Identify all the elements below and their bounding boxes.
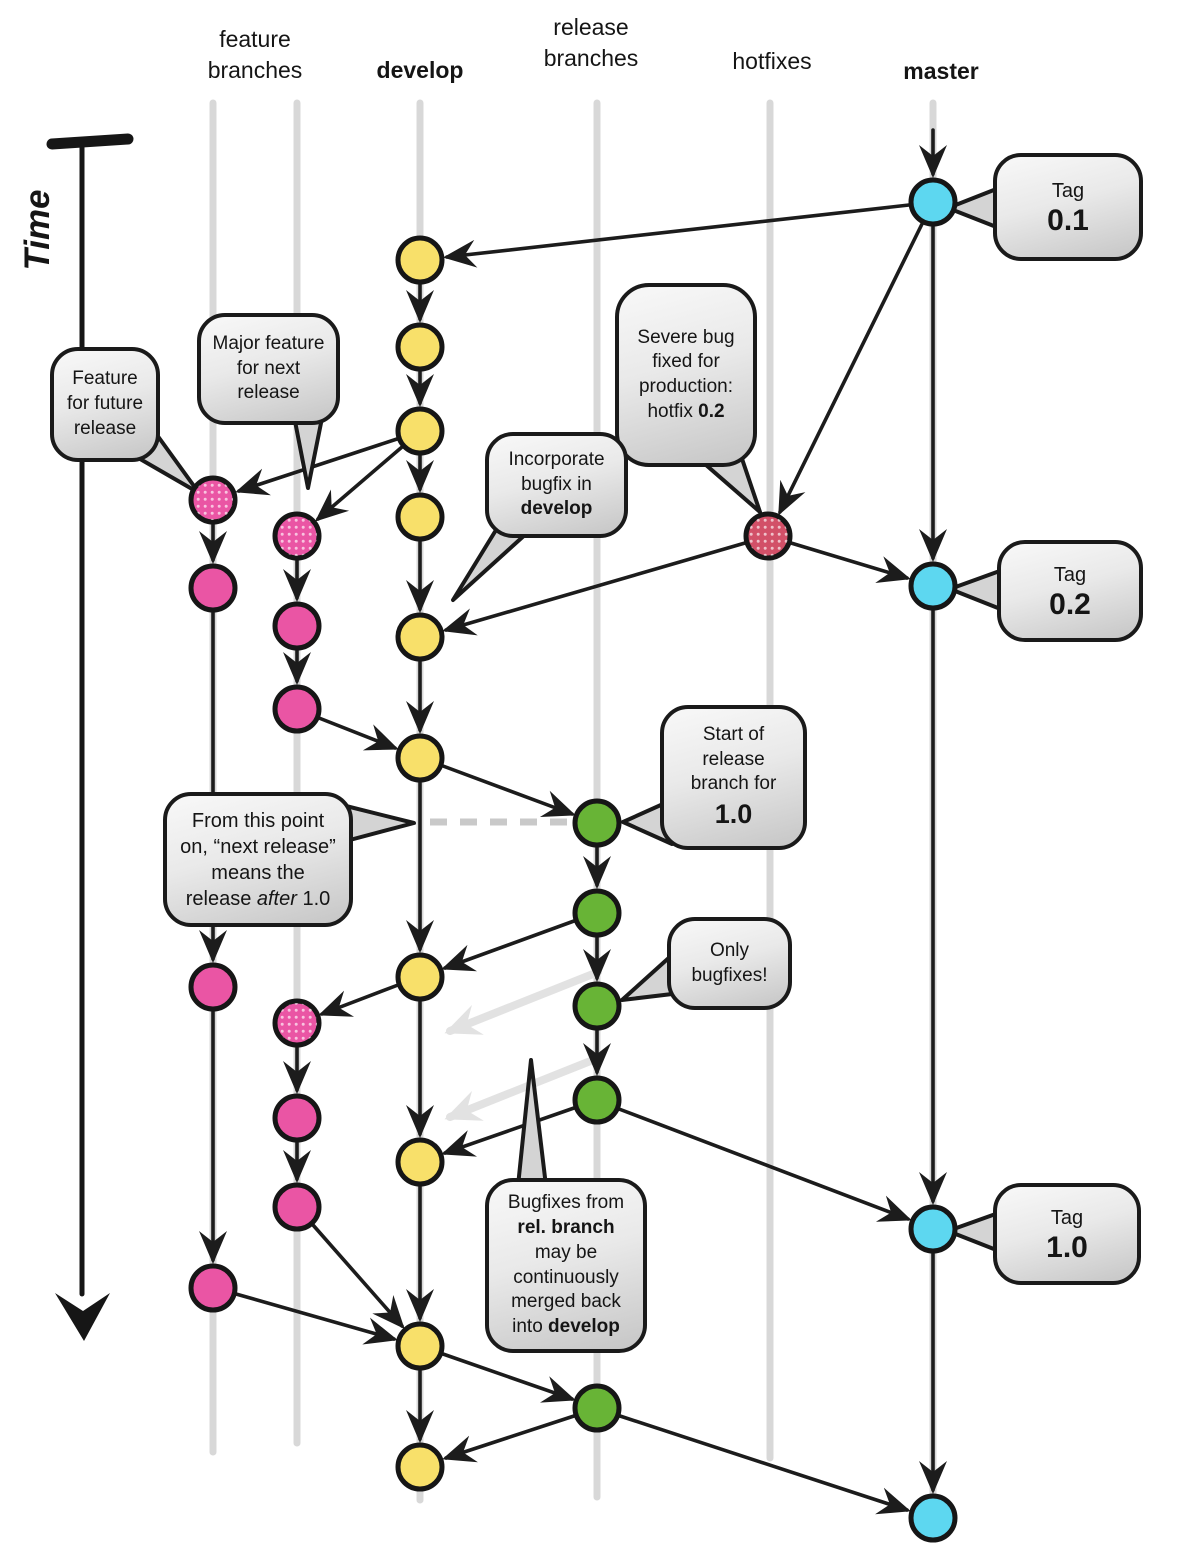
commit-master-2 [908, 561, 958, 611]
commit-develop-8 [395, 1137, 445, 1187]
branch-edges [199, 128, 947, 1515]
bubble-text: Only bugfixes! [691, 939, 768, 986]
commit-develop-10 [395, 1442, 445, 1492]
commit-feature2-6 [272, 1182, 322, 1232]
bubble-future-feature: Feature for future release [50, 347, 160, 462]
dotted-overlay [277, 516, 317, 556]
dotted-overlay [193, 480, 233, 520]
commit-feature1-4 [188, 1263, 238, 1313]
edge-rel4-develop8 [441, 1106, 576, 1157]
bubble-from-this-point: From this point on, “next release” means… [163, 792, 353, 927]
commit-feature1-3 [188, 962, 238, 1012]
bubble-text: Incorporate bugfix in develop [508, 448, 605, 520]
edge-feat1d-develop9 [234, 1292, 398, 1345]
edge-develop7-feat2d [318, 983, 400, 1017]
time-axis-arrowhead [55, 1293, 110, 1341]
tag-version: 1.0 [1046, 1230, 1088, 1264]
tag-version: 0.2 [1049, 587, 1091, 621]
time-axis-top-bar [46, 133, 134, 150]
bubble-tag-0-2: Tag 0.2 [997, 540, 1143, 642]
header-release-line2: branches [543, 45, 639, 72]
edge-rel5-develop10 [442, 1414, 576, 1463]
bubble-tag-1-0: Tag 1.0 [993, 1183, 1141, 1285]
bubble-incorporate-bugfix: Incorporate bugfix in develop [485, 432, 628, 538]
edge-master1-hotfix1 [778, 222, 924, 516]
column-header-master: master [903, 58, 979, 84]
commit-develop-7 [395, 952, 445, 1002]
commit-release-4 [572, 1075, 622, 1125]
commit-develop-5 [395, 612, 445, 662]
dotted-overlay [748, 516, 788, 556]
edge-feat2f-develop9 [311, 1223, 405, 1330]
commit-feature2-3 [272, 684, 322, 734]
header-feature-line2: branches [207, 57, 303, 84]
bubble-text: Feature for future release [66, 368, 144, 439]
column-header-hotfixes: hotfixes [732, 48, 812, 74]
commit-develop-3 [395, 406, 445, 456]
column-header-develop: develop [376, 57, 464, 83]
edge-develop6-rel1 [441, 764, 576, 818]
commit-feature2-5 [272, 1093, 322, 1143]
commit-master-4 [908, 1493, 958, 1543]
edge-rel2-develop7 [441, 919, 576, 972]
tail-from-this-point [344, 804, 416, 843]
bubble-only-bugfixes: Only bugfixes! [667, 917, 792, 1010]
edge-feat2c-develop6 [317, 716, 399, 751]
time-axis [46, 133, 134, 1341]
time-axis-label: Time [18, 189, 57, 271]
dotted-overlay [277, 1003, 317, 1043]
column-header-feature-branches: feature branches [185, 24, 325, 86]
commit-release-2 [572, 888, 622, 938]
edge-rel5-master4 [618, 1414, 911, 1515]
tag-label: Tag [1051, 179, 1085, 202]
commit-nodes [188, 177, 958, 1543]
bubble-text: Major feature for next release [212, 332, 325, 404]
commit-release-5 [572, 1383, 622, 1433]
ghost-merge-arrow-2 [444, 1054, 602, 1121]
commit-feature2-2 [272, 601, 322, 651]
commit-master-3 [908, 1204, 958, 1254]
ghost-merge-arrows [444, 968, 602, 1121]
bubble-text: From this point on, “next release” means… [180, 809, 336, 910]
bubble-major-feature: Major feature for next release [197, 313, 340, 425]
tail-incorporate-bugfix [451, 528, 529, 602]
commit-develop-4 [395, 492, 445, 542]
edge-develop3-feat1a [235, 437, 399, 496]
header-feature-line1: feature [219, 26, 291, 52]
bubble-bugfixes-merged: Bugfixes from rel. branch may be continu… [485, 1178, 647, 1353]
edge-master1-develop1 [443, 203, 911, 268]
tag-version: 0.1 [1047, 203, 1089, 237]
tag-label: Tag [1050, 1206, 1084, 1229]
tag-label: Tag [1053, 563, 1087, 586]
commit-feature1-2 [188, 563, 238, 613]
edge-rel4-master3 [617, 1107, 912, 1222]
bubble-tag-0-1: Tag 0.1 [993, 153, 1143, 261]
bubble-text: Severe bug fixed for production: hotfix … [637, 326, 735, 422]
bubble-text: Bugfixes from rel. branch may be continu… [507, 1192, 625, 1337]
commit-develop-9 [395, 1321, 445, 1371]
commit-master-1 [908, 177, 958, 227]
bubble-severe-bug: Severe bug fixed for production: hotfix … [615, 283, 757, 467]
column-header-release-branches: release branches [521, 12, 661, 74]
commit-develop-6 [395, 733, 445, 783]
edge-hotfix1-develop5 [442, 541, 747, 636]
commit-release-1 [572, 798, 622, 848]
commit-develop-1 [395, 235, 445, 285]
ghost-merge-arrow-1 [444, 968, 602, 1035]
commit-release-3 [572, 981, 622, 1031]
edge-develop3-feat2a [314, 445, 404, 522]
header-release-line1: release [553, 14, 629, 40]
edge-develop9-rel5 [441, 1352, 576, 1403]
commit-develop-2 [395, 322, 445, 372]
edge-hotfix1-master2 [789, 541, 911, 584]
